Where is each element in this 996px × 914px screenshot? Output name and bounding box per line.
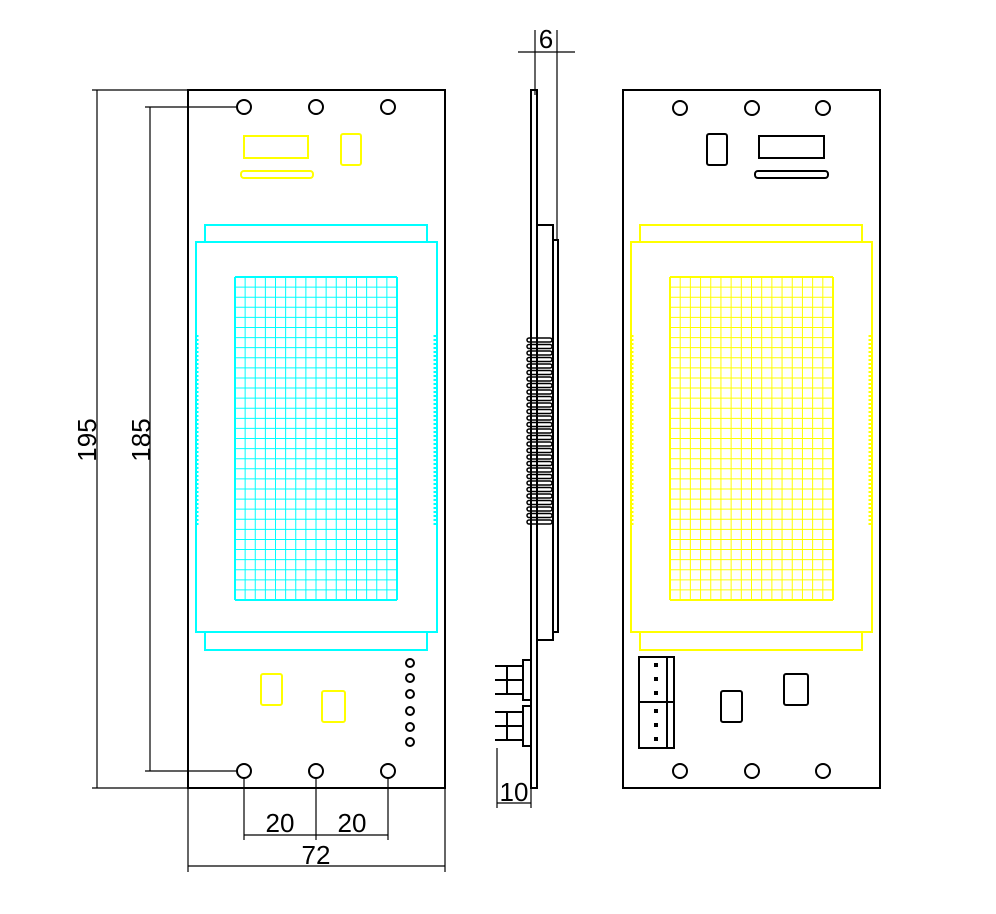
dot-matrix-grid [234, 276, 398, 601]
display-bottom-tab [204, 631, 428, 651]
pin [526, 454, 553, 460]
terminal-connector [638, 656, 675, 749]
dim-195-label: 195 [72, 418, 102, 461]
display-top-tab [639, 224, 863, 243]
dip-ic-chip [758, 135, 825, 159]
pin [526, 402, 553, 408]
mounting-hole [308, 763, 324, 779]
pin [526, 356, 553, 363]
pin [526, 506, 553, 512]
dim-20-left-label: 20 [266, 808, 295, 838]
back-board-outline [622, 89, 881, 789]
crystal-component [240, 170, 314, 179]
pin [526, 428, 553, 434]
pin [526, 415, 553, 421]
pin [526, 434, 553, 441]
pin [526, 460, 553, 467]
pin [526, 408, 553, 415]
pin [526, 441, 553, 447]
mounting-hole [308, 99, 324, 115]
pin [526, 395, 553, 402]
front-view [187, 89, 446, 789]
pin [526, 493, 553, 499]
display-top-tab [204, 224, 428, 243]
side-pin-connector [526, 337, 553, 525]
pin [526, 499, 553, 506]
back-view [622, 89, 881, 789]
small-ic-chip [720, 690, 743, 723]
pin [526, 447, 553, 454]
dip-ic-chip [243, 135, 309, 159]
side-header-connectors [495, 659, 532, 747]
small-ic-chip [321, 690, 346, 723]
pin [526, 486, 553, 493]
dim-10-label: 10 [500, 777, 529, 807]
pin [526, 350, 553, 356]
small-ic-chip [706, 133, 728, 166]
led-column [405, 658, 415, 747]
pin [526, 467, 553, 473]
pin [526, 512, 553, 519]
pin [526, 480, 553, 486]
crystal-component [754, 170, 829, 179]
pin [526, 376, 553, 382]
back-mounting-holes [672, 100, 831, 779]
small-ic-chip [260, 673, 283, 706]
mounting-hole [236, 763, 252, 779]
dim-20-right-label: 20 [338, 808, 367, 838]
pin [526, 382, 553, 389]
small-ic-chip [340, 133, 362, 166]
small-ic-chip [783, 673, 809, 706]
mounting-hole [380, 99, 396, 115]
pin [526, 519, 553, 525]
mounting-hole [236, 99, 252, 115]
pin [526, 363, 553, 369]
pin [526, 369, 553, 376]
pin [526, 337, 553, 343]
display-bottom-tab [639, 631, 863, 651]
dim-185-label: 185 [126, 418, 156, 461]
pin [526, 473, 553, 480]
mounting-hole [380, 763, 396, 779]
pin [526, 343, 553, 350]
side-view [495, 89, 559, 789]
side-display-face [552, 239, 559, 633]
pin [526, 421, 553, 428]
dim-72-label: 72 [302, 840, 331, 870]
dimension-lines [92, 30, 575, 872]
pin [526, 389, 553, 395]
dot-matrix-grid [669, 276, 834, 601]
dim-6-label: 6 [539, 24, 553, 54]
